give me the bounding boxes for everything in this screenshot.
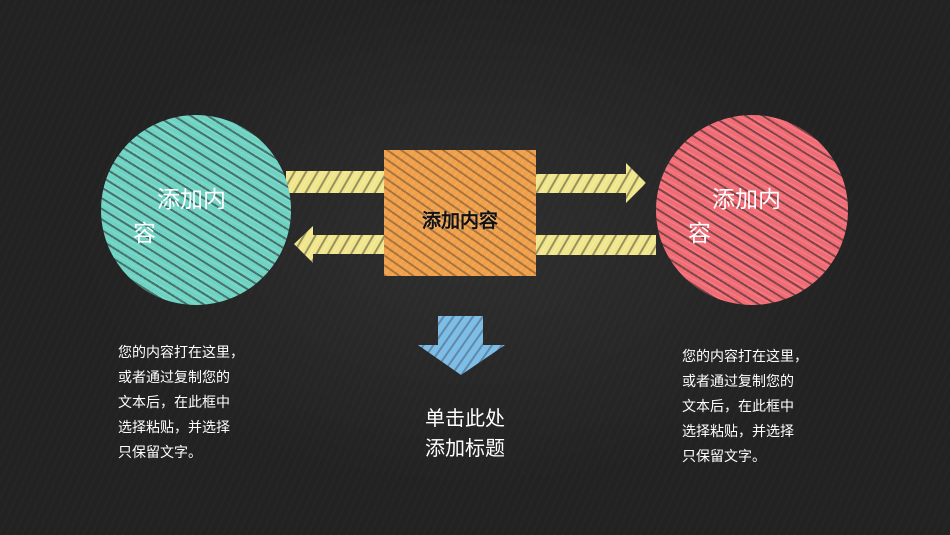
circle-right-label: 添加内容 bbox=[688, 187, 781, 247]
caption-line-1: 单击此处 bbox=[425, 406, 505, 430]
left-desc-line: 或者通过复制您的 bbox=[118, 370, 230, 386]
left-desc-line: 文本后，在此框中 bbox=[118, 395, 230, 411]
right-desc-line: 文本后，在此框中 bbox=[682, 399, 794, 415]
down-arrow-icon bbox=[418, 316, 505, 375]
caption-line-2: 添加标题 bbox=[425, 436, 505, 460]
center-box: 添加内容 bbox=[384, 150, 536, 276]
right-desc-line: 或者通过复制您的 bbox=[682, 374, 794, 390]
right-desc-line: 您的内容打在这里， bbox=[682, 349, 808, 365]
left-desc-line: 只保留文字。 bbox=[118, 445, 202, 461]
circle-left-label: 添加内容 bbox=[133, 187, 226, 247]
left-description: 您的内容打在这里， 或者通过复制您的 文本后，在此框中 选择粘贴，并选择 只保留… bbox=[118, 341, 278, 466]
center-box-label: 添加内容 bbox=[421, 210, 498, 232]
right-description: 您的内容打在这里， 或者通过复制您的 文本后，在此框中 选择粘贴，并选择 只保留… bbox=[682, 345, 842, 470]
right-desc-line: 选择粘贴，并选择 bbox=[682, 424, 794, 440]
arrow-left-top bbox=[286, 171, 386, 193]
circle-left: 添加内容 bbox=[101, 115, 291, 305]
arrow-right-bottom bbox=[536, 235, 656, 255]
arrow-right-top bbox=[536, 163, 646, 203]
left-desc-line: 选择粘贴，并选择 bbox=[118, 420, 230, 436]
left-desc-line: 您的内容打在这里， bbox=[118, 345, 244, 361]
circle-right: 添加内容 bbox=[656, 115, 848, 305]
center-caption[interactable]: 单击此处 添加标题 bbox=[395, 403, 535, 463]
arrow-left-bottom bbox=[294, 226, 386, 263]
right-desc-line: 只保留文字。 bbox=[682, 449, 766, 465]
